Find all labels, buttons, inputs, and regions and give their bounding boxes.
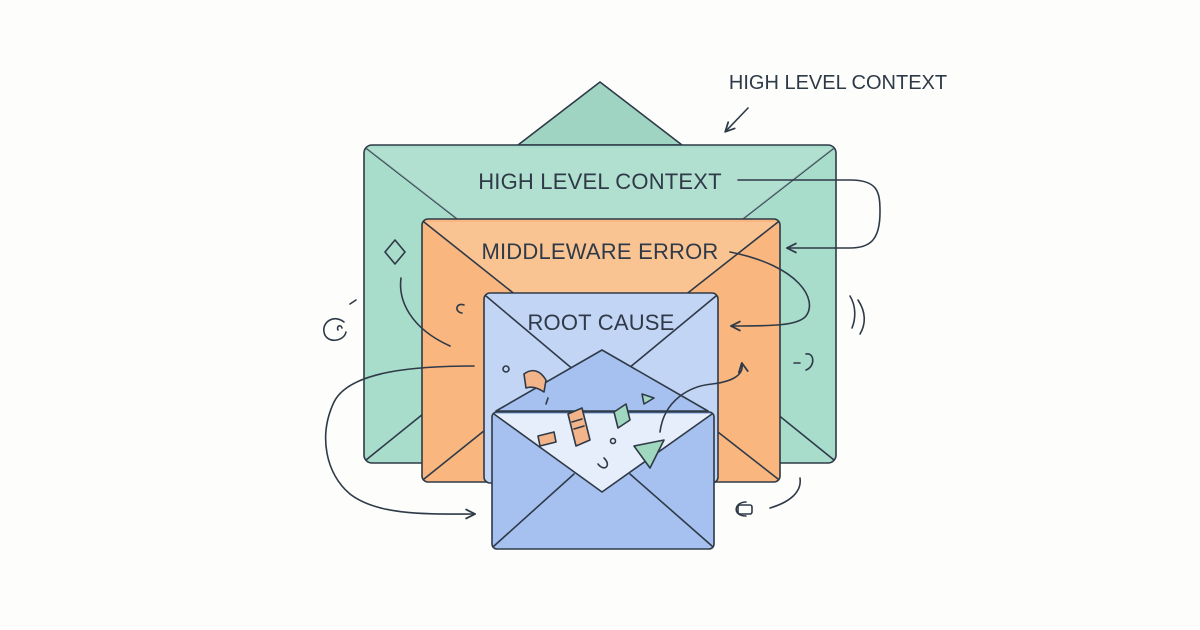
arrow-context-to-middleware [737, 179, 881, 254]
confetti-triangle [641, 393, 655, 405]
confetti-piece [537, 431, 557, 447]
motion-line [857, 299, 866, 335]
decorative-marks [323, 239, 866, 517]
open-envelope-bottom-fold [493, 473, 713, 547]
top-annotation-label: HIGH LEVEL CONTEXT [729, 72, 947, 94]
outer-envelope-top-flap [517, 81, 683, 146]
confetti-dot [609, 437, 617, 445]
small-rect-mark [735, 501, 747, 517]
arrow-middleware-to-root [729, 251, 811, 332]
outer-envelope-label: HIGH LEVEL CONTEXT [478, 169, 722, 194]
bracket-mark [805, 353, 814, 371]
swoosh-line [399, 277, 451, 347]
inner-envelope-label: ROOT CAUSE [527, 310, 674, 335]
confetti-dot [502, 365, 510, 373]
diamond-icon [384, 239, 406, 265]
confetti-curl [597, 457, 609, 469]
small-curl [456, 303, 465, 314]
swoosh-line [769, 477, 801, 509]
flow-arrows [324, 179, 881, 520]
confetti [502, 365, 665, 469]
middle-envelope-label: MIDDLEWARE ERROR [481, 239, 718, 264]
confetti-triangle [633, 439, 665, 469]
confetti-piece [523, 369, 547, 393]
confetti-piece [613, 403, 631, 429]
arrow-root-upward [659, 361, 749, 433]
swirl-icon [323, 317, 347, 342]
annotation-arrow [724, 107, 749, 133]
open-envelope-flap [495, 349, 709, 412]
arrow-loop-left [324, 365, 477, 520]
motion-line [849, 295, 856, 329]
